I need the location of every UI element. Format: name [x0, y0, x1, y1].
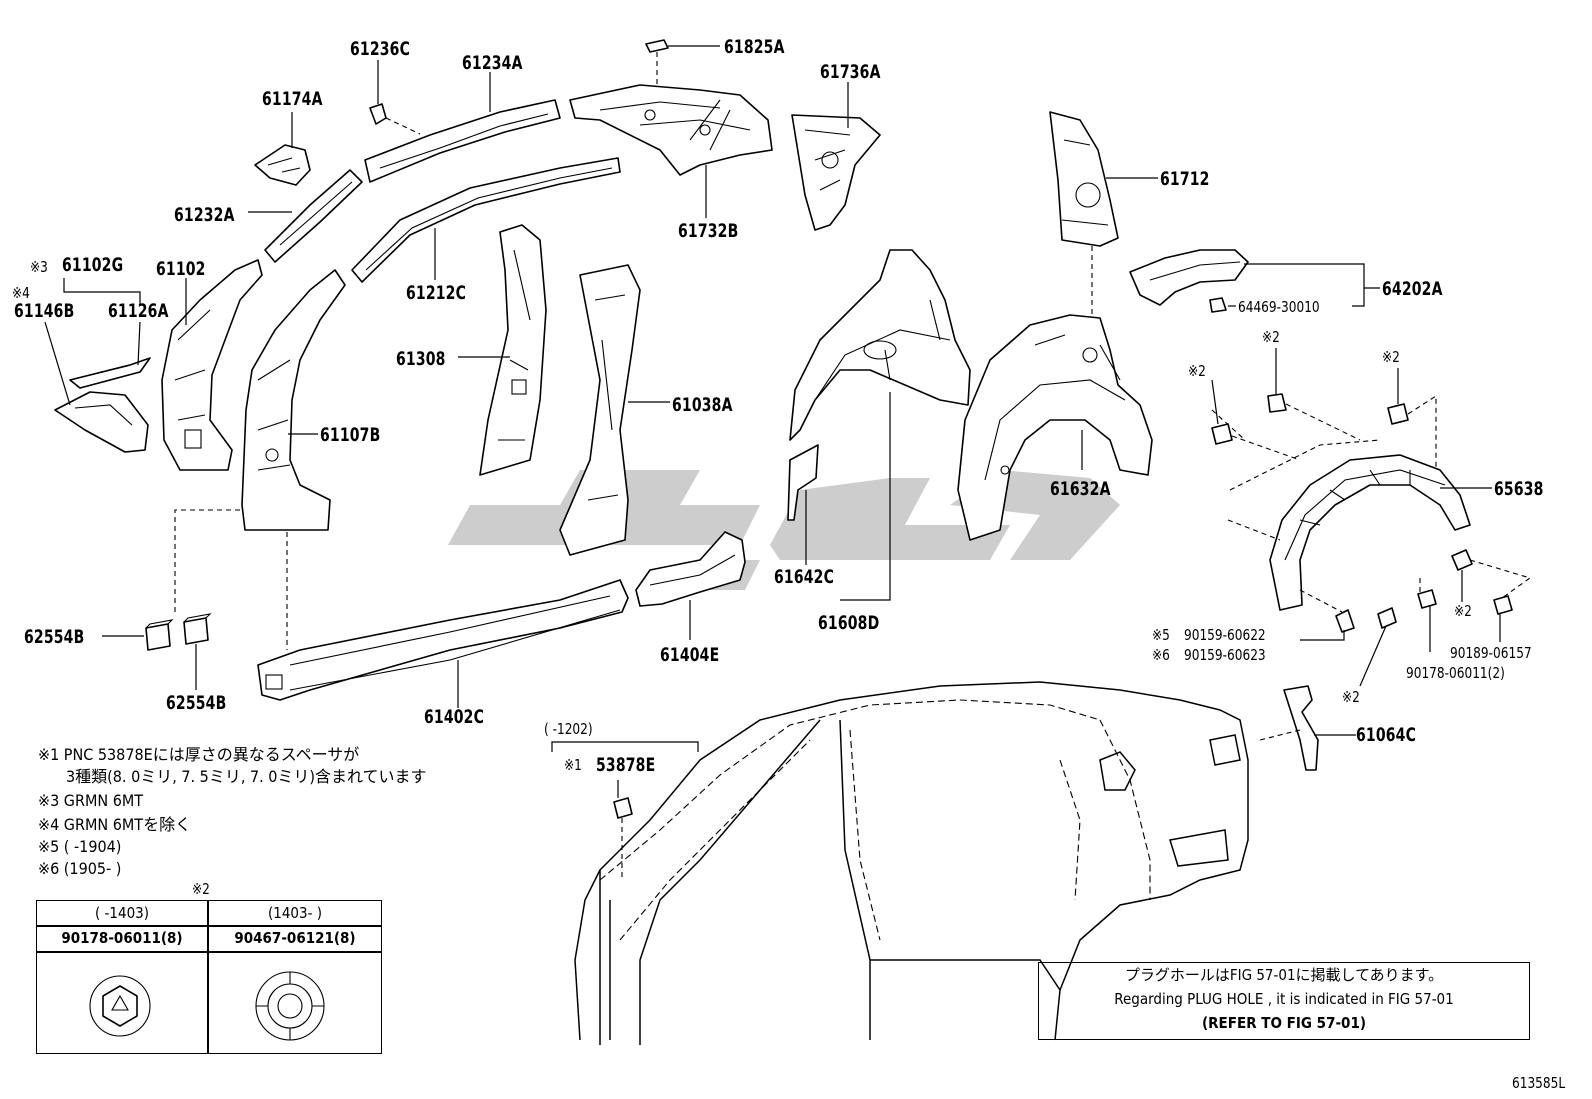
mark-2-b: ※2: [1188, 362, 1206, 380]
figure-id: 613585L: [1512, 1074, 1566, 1092]
part-61038A[interactable]: [559, 264, 670, 556]
mark-2-c: ※2: [1382, 348, 1400, 366]
label-64469-30010: 64469-30010: [1238, 298, 1320, 316]
table-divider-h1: [37, 925, 381, 927]
label-61825A: 61825A: [724, 36, 785, 58]
part-61608D[interactable]: [789, 249, 971, 601]
part-61825A[interactable]: [645, 39, 720, 92]
table-header-1: ( -1403): [94, 904, 150, 922]
part-62554B[interactable]: [102, 613, 212, 690]
label-62554B-1: 62554B: [24, 626, 85, 648]
part-61732B[interactable]: [569, 84, 773, 218]
range-53878E: ( -1202): [544, 720, 593, 738]
label-90178-06011-2: 90178-06011(2): [1406, 664, 1505, 682]
table-divider-h2: [37, 951, 381, 953]
mark-5: ※5: [1152, 626, 1170, 644]
label-65638: 65638: [1494, 478, 1544, 500]
label-61107B: 61107B: [320, 424, 381, 446]
liner-fasteners[interactable]: [1299, 549, 1532, 687]
mark-3: ※3: [30, 258, 48, 276]
part-61102[interactable]: [161, 259, 263, 471]
label-61712: 61712: [1160, 168, 1210, 190]
part-61736A[interactable]: [791, 82, 881, 231]
mark-6: ※6: [1152, 646, 1170, 664]
label-62554B-2: 62554B: [166, 692, 227, 714]
part-61632A[interactable]: [957, 314, 1153, 541]
part-61234A[interactable]: [364, 72, 561, 183]
label-90159-60623: 90159-60623: [1184, 646, 1266, 664]
mark-2-e: ※2: [1342, 688, 1360, 706]
label-61126A: 61126A: [108, 300, 169, 322]
label-61732B: 61732B: [678, 220, 739, 242]
label-61212C: 61212C: [406, 282, 467, 304]
label-61236C: 61236C: [350, 38, 411, 60]
label-61402C: 61402C: [424, 706, 485, 728]
label-61404E: 61404E: [660, 644, 720, 666]
note-4: ※4 GRMN 6MTを除く: [38, 815, 192, 834]
label-61234A: 61234A: [462, 52, 523, 74]
mark-2-table: ※2: [192, 880, 210, 898]
label-61102G: 61102G: [62, 254, 124, 276]
label-61232A: 61232A: [174, 204, 235, 226]
fastener-table: ( -1403) (1403- ) 90178-06011(8) 90467-0…: [36, 900, 382, 1054]
table-value-2: 90467-06121(8): [234, 929, 356, 947]
plug-note-ref: (REFER TO FIG 57-01): [1201, 1014, 1367, 1032]
part-61146B[interactable]: [44, 278, 151, 453]
part-61212C[interactable]: [351, 157, 621, 283]
part-61712[interactable]: [1049, 111, 1158, 345]
label-61038A: 61038A: [672, 394, 733, 416]
part-61402C[interactable]: [257, 579, 629, 708]
label-61632A: 61632A: [1050, 478, 1111, 500]
fastener-icons: [89, 971, 325, 1041]
label-61736A: 61736A: [820, 61, 881, 83]
car-body-side: [574, 681, 1249, 1045]
table-header-2: (1403- ): [267, 904, 323, 922]
label-61308: 61308: [396, 348, 446, 370]
part-64202A[interactable]: [1129, 249, 1380, 313]
table-value-1: 90178-06011(8): [61, 929, 183, 947]
part-61404E[interactable]: [635, 531, 746, 640]
label-61174A: 61174A: [262, 88, 323, 110]
plug-note-jp: プラグホールはFIG 57-01に掲載してあります。: [1124, 966, 1444, 984]
note-3: ※3 GRMN 6MT: [38, 791, 144, 810]
part-61642C[interactable]: [787, 444, 819, 565]
mark-4: ※4: [12, 284, 30, 302]
note-1a: ※1 PNC 53878Eには厚さの異なるスペーサが: [38, 745, 360, 764]
plug-note-en: Regarding PLUG HOLE , it is indicated in…: [1114, 990, 1454, 1008]
part-61232A[interactable]: [248, 169, 363, 263]
label-90189-06157: 90189-06157: [1450, 644, 1532, 662]
label-90159-60622: 90159-60622: [1184, 626, 1266, 644]
part-61174A[interactable]: [254, 112, 311, 186]
label-61064C: 61064C: [1356, 724, 1417, 746]
note-6: ※6 (1905- ): [38, 859, 122, 878]
label-61642C: 61642C: [774, 566, 835, 588]
mark-2-d: ※2: [1454, 602, 1472, 620]
label-64202A: 64202A: [1382, 278, 1443, 300]
part-65638[interactable]: [1227, 439, 1492, 611]
part-61236C[interactable]: [369, 60, 421, 135]
mark-2-a: ※2: [1262, 328, 1280, 346]
note-1b: 3種類(8. 0ミリ, 7. 5ミリ, 7. 0ミリ)含まれています: [66, 767, 427, 786]
table-divider-v: [207, 901, 209, 1053]
part-61107B[interactable]: [174, 269, 346, 650]
label-61146B: 61146B: [14, 300, 75, 322]
note-5: ※5 ( -1904): [38, 837, 122, 856]
label-53878E: 53878E: [596, 754, 656, 776]
clip-fasteners[interactable]: [1211, 348, 1437, 470]
part-61064C[interactable]: [1259, 685, 1356, 771]
plug-hole-note: プラグホールはFIG 57-01に掲載してあります。 Regarding PLU…: [1038, 962, 1530, 1040]
mark-1: ※1: [564, 756, 582, 774]
label-61102: 61102: [156, 258, 206, 280]
label-61608D: 61608D: [818, 612, 880, 634]
part-61308[interactable]: [458, 224, 547, 476]
